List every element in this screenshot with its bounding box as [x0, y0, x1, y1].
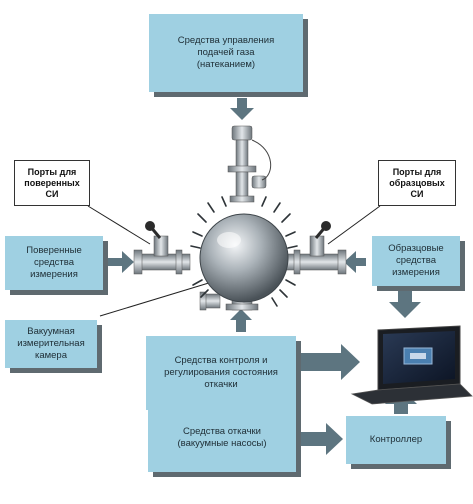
arrow-pumps-to-controller — [300, 423, 343, 455]
arrow-verified-to-port — [108, 251, 134, 273]
gas-supply-control-text: Средства управления подачей газа (натека… — [177, 35, 275, 70]
verified-measuring-instruments-text: Поверенные средства измерения — [26, 245, 82, 280]
controller-block: Контроллер — [346, 416, 446, 464]
leader-vacuum-chamber — [99, 281, 213, 317]
arrow-reference-to-port — [344, 251, 366, 273]
pumping-means-block: Средства откачки (вакуумные насосы) — [148, 404, 296, 472]
sphere-bolts — [190, 196, 298, 307]
vacuum-chamber-sphere — [199, 213, 289, 303]
verified-si-ports-text: Порты для поверенных СИ — [24, 166, 80, 199]
leader-reference-ports — [327, 205, 381, 245]
gas-inlet-assembly — [227, 125, 272, 203]
reference-si-ports-label: Порты для образцовых СИ — [378, 160, 456, 206]
right-port-assembly — [285, 221, 347, 275]
gas-supply-control-block: Средства управления подачей газа (натека… — [149, 14, 303, 92]
reference-measuring-instruments-block: Образцовые средства измерения — [372, 236, 460, 286]
leader-verified-ports — [87, 205, 151, 245]
controller-text: Контроллер — [369, 434, 423, 445]
vacuum-measuring-chamber-text: Вакуумная измерительная камера — [17, 326, 85, 361]
pumping-means-text: Средства откачки (вакуумные насосы) — [177, 426, 267, 449]
reference-si-ports-text: Порты для образцовых СИ — [389, 166, 445, 199]
laptop-icon — [350, 325, 473, 405]
verified-si-ports-label: Порты для поверенных СИ — [14, 160, 90, 206]
verified-measuring-instruments-block: Поверенные средства измерения — [5, 236, 103, 290]
pumping-control-block: Средства контроля и регулирования состоя… — [146, 336, 296, 410]
arrow-control-to-laptop — [301, 344, 360, 380]
left-port-assembly — [133, 221, 191, 275]
arrow-control-to-chamber — [230, 309, 252, 332]
reference-measuring-instruments-text: Образцовые средства измерения — [388, 243, 444, 278]
pumping-control-text: Средства контроля и регулирования состоя… — [164, 355, 278, 390]
arrow-reference-to-laptop — [389, 290, 421, 318]
arrow-gas-to-chamber — [230, 98, 254, 120]
vacuum-measuring-chamber-block: Вакуумная измерительная камера — [5, 320, 97, 368]
sphere-highlight — [217, 232, 241, 248]
